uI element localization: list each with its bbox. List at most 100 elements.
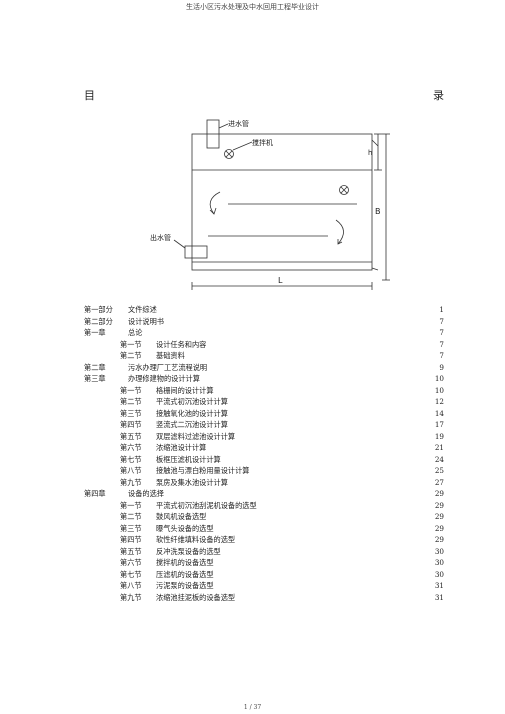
- toc-entry-page: 21: [434, 443, 444, 452]
- toc-entry-number: 第六节: [120, 443, 142, 452]
- toc-entry[interactable]: 第二节 平流式初沉池设计计算 12: [84, 396, 444, 408]
- tank-outline: [191, 133, 373, 271]
- toc-entry[interactable]: 第二节 鼓风机设备选型 29: [84, 511, 444, 523]
- toc-entry-title: 污水办理厂工艺流程说明: [128, 362, 208, 372]
- toc-entry-page: 19: [434, 431, 444, 441]
- toc-heading-left: 目: [84, 89, 95, 102]
- toc-entry-number: 第六节: [120, 558, 142, 567]
- toc-entry[interactable]: 第六节 搅拌机的设备选型 30: [84, 557, 444, 569]
- toc-entry-number: 第三节: [120, 523, 142, 533]
- toc-entry-title: 办理修建物的设计计算: [128, 374, 200, 383]
- toc-entry-page: 12: [434, 397, 444, 406]
- flow-arrow-left: [209, 191, 221, 215]
- toc-entry[interactable]: 第三节 接触氧化池的设计计算 14: [84, 408, 444, 420]
- toc-entry-page: 17: [434, 420, 444, 429]
- toc-entry-page: 30: [434, 558, 444, 567]
- outlet-pipe: [184, 245, 208, 259]
- toc-entry[interactable]: 第一节 设计任务和内容 7: [84, 339, 444, 351]
- toc-entry-title: 设计任务和内容: [156, 339, 207, 349]
- toc-entry-title: 基础资料: [156, 351, 185, 360]
- toc-entry-page: 14: [434, 408, 444, 418]
- toc-entry-title: 反冲洗泵设备的选型: [156, 546, 221, 556]
- toc-entry-page: 25: [434, 466, 444, 475]
- toc-entry-number: 第二节: [120, 512, 142, 521]
- toc-entry[interactable]: 第一节 格栅间的设计计算 10: [84, 385, 444, 397]
- mixer-icon: [224, 149, 234, 159]
- toc-entry-number: 第七节: [120, 569, 142, 579]
- toc-entry-page: 29: [434, 535, 444, 544]
- toc-entry-title: 平流式初沉池设计计算: [156, 397, 228, 406]
- toc-entry-page: 1: [439, 305, 444, 314]
- page-number: 1 / 37: [243, 704, 262, 711]
- toc-entry-page: 7: [439, 351, 444, 360]
- toc-entry-number: 第一节: [120, 500, 142, 510]
- flow-arrow-right: [335, 219, 344, 245]
- toc-entry-page: 30: [434, 546, 444, 556]
- mixer-icon-2: [339, 185, 349, 195]
- toc-entry-number: 第四节: [120, 420, 142, 429]
- toc-entry-number: 第八节: [120, 466, 142, 475]
- toc-entry-title: 搅拌机的设备选型: [156, 558, 214, 567]
- toc-entry-page: 10: [434, 374, 444, 383]
- toc-heading-right: 录: [433, 89, 444, 102]
- toc-entry-title: 设备的选择: [128, 489, 164, 498]
- toc-entry-number: 第二节: [120, 397, 142, 406]
- toc-entry-page: 7: [439, 339, 444, 349]
- toc-entry-number: 第四章: [84, 489, 106, 498]
- outlet-label: 出水管: [150, 233, 171, 242]
- toc-entry-title: 平流式初沉池刮泥机设备的选型: [156, 500, 257, 510]
- toc-entry[interactable]: 第五节 反冲洗泵设备的选型 30: [84, 546, 444, 558]
- toc-entry-page: 7: [439, 316, 444, 326]
- mixer-label: 搅拌机: [252, 138, 273, 147]
- toc-entry-title: 文件综述: [128, 305, 157, 314]
- toc-entry-number: 第三节: [120, 408, 142, 418]
- toc-entry-title: 泵房及集水池设计计算: [156, 477, 228, 487]
- toc-entry-title: 格栅间的设计计算: [156, 385, 214, 395]
- toc-entry[interactable]: 第二节 基础资料 7: [84, 350, 444, 362]
- toc-entry-page: 10: [434, 385, 444, 395]
- toc-heading: 目 录: [84, 87, 444, 103]
- toc-entry[interactable]: 第四节 竖流式二沉池设计计算 17: [84, 419, 444, 431]
- toc-entry-page: 31: [434, 592, 444, 602]
- toc-entry-title: 竖流式二沉池设计计算: [156, 420, 228, 429]
- dim-l-label: L: [278, 276, 283, 285]
- toc-entry-title: 双层滤料过滤池设计计算: [156, 431, 236, 441]
- toc-entry-title: 接触氧化池的设计计算: [156, 408, 228, 418]
- toc-entry-page: 24: [434, 454, 444, 464]
- toc-entry-number: 第五节: [120, 546, 142, 556]
- toc-entry-number: 第九节: [120, 592, 142, 602]
- toc-entry-title: 设计说明书: [128, 316, 164, 326]
- toc-entry-number: 第八节: [120, 581, 142, 590]
- toc-entry-title: 浓缩池设计计算: [156, 443, 207, 452]
- toc-entry[interactable]: 第六节 浓缩池设计计算 21: [84, 442, 444, 454]
- toc-entry-number: 第一章: [84, 328, 106, 337]
- toc-entry-number: 第二节: [120, 351, 142, 360]
- toc-entry-page: 31: [434, 581, 444, 590]
- toc-entry-number: 第一节: [120, 339, 142, 349]
- toc-entry-number: 第一节: [120, 385, 142, 395]
- dim-h-label: h: [368, 149, 372, 157]
- toc-entry-page: 30: [434, 569, 444, 579]
- toc-entry-title: 曝气头设备的选型: [156, 523, 214, 533]
- toc-entry-title: 鼓风机设备选型: [156, 512, 207, 521]
- toc-entry-page: 29: [434, 512, 444, 521]
- document-header: 生活小区污水处理及中水回用工程毕业设计: [186, 3, 319, 11]
